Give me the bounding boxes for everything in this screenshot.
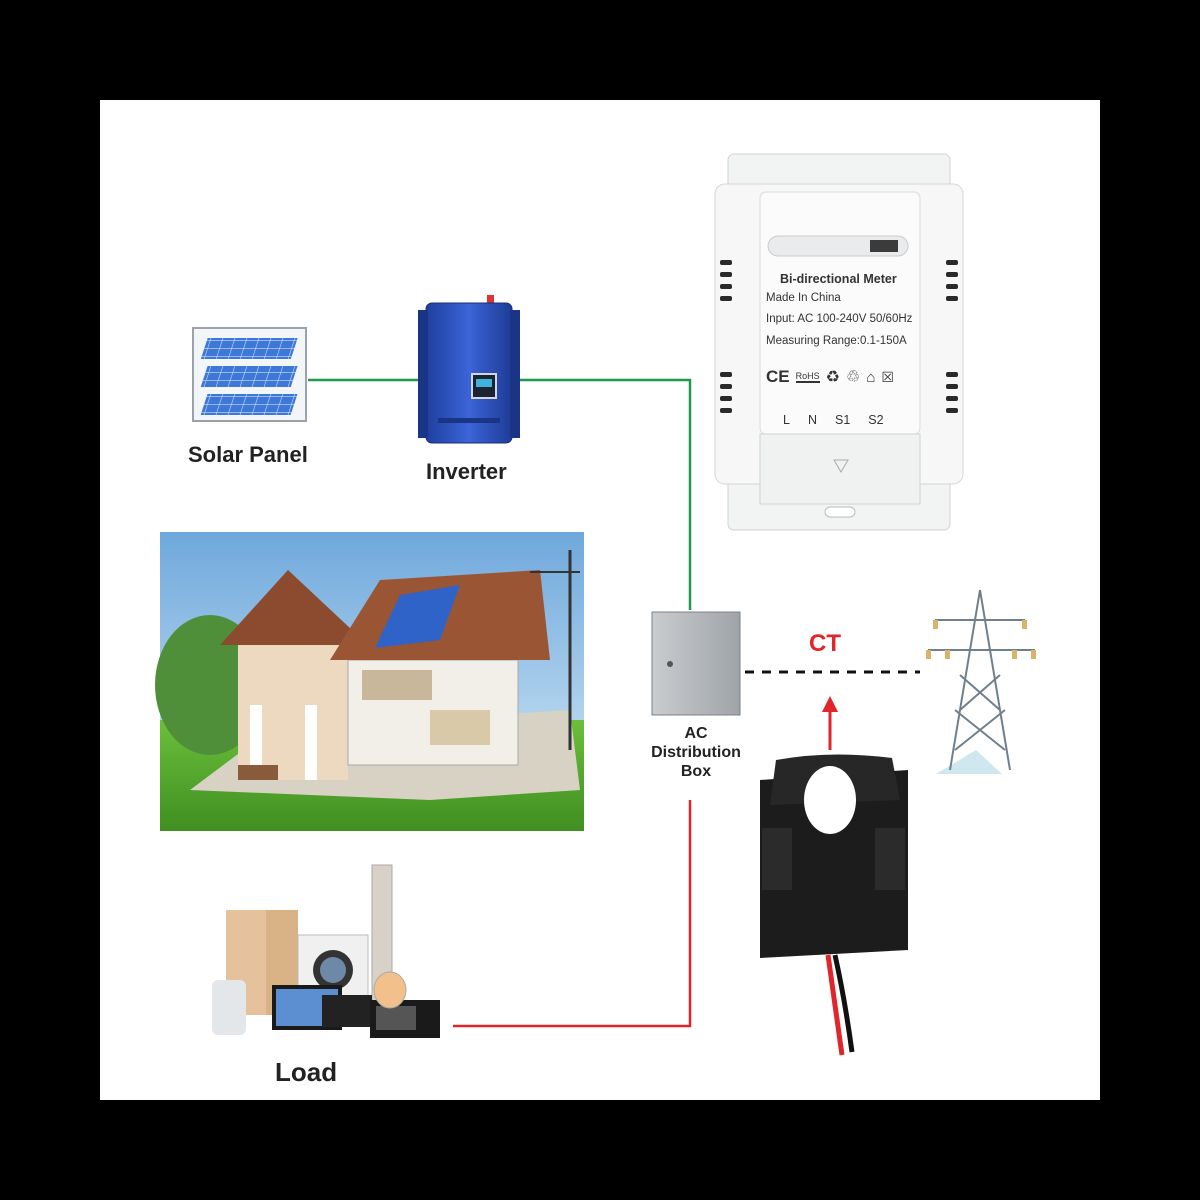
meter-title: Bi-directional Meter: [780, 272, 897, 286]
terminal-s1: S1: [834, 413, 851, 427]
ct-label: CT: [809, 630, 841, 657]
ac-label-line3: Box: [680, 763, 712, 780]
load-appliances-image: [212, 864, 440, 1038]
solar-panel-image: [192, 327, 307, 422]
recycle-icon: ♻: [825, 369, 840, 386]
terminal-s2: S2: [868, 413, 884, 427]
meter-cert-marks: CE RoHS ♻ ♲ ⌂ ☒: [766, 367, 894, 387]
meter-input-spec: Input: AC 100-240V 50/60Hz: [766, 313, 913, 325]
wiring-diagram: [155, 153, 1036, 1056]
solar-panel-label: Solar Panel: [188, 442, 308, 467]
ce-mark: CE: [766, 367, 790, 386]
green-wire: [308, 378, 692, 610]
meter-made-in: Made In China: [766, 292, 841, 304]
meter-range-spec: Measuring Range:0.1-150A: [766, 335, 907, 347]
ac-label-line1: AC: [684, 725, 708, 742]
house-icon: ⌂: [866, 368, 876, 386]
diagram-panel: Solar Panel Inverter AC Distribution Box…: [100, 100, 1100, 1100]
ct-clamp-image: [760, 754, 908, 1056]
meter-terminal-labels: L N S1 S2: [783, 413, 884, 427]
bidirectional-meter-image: [714, 153, 964, 531]
ac-distribution-box-label: AC Distribution Box: [635, 724, 757, 781]
ac-label-line2: Distribution: [651, 744, 741, 761]
rohs-mark: RoHS: [795, 371, 820, 383]
recycle-triangle-icon: ♲: [845, 369, 861, 386]
transmission-tower-image: [926, 589, 1036, 774]
weee-bin-icon: ☒: [881, 368, 894, 385]
ct-arrow: [822, 696, 838, 750]
terminal-n: N: [807, 413, 817, 427]
red-wire: [453, 800, 692, 1028]
terminal-l: L: [783, 413, 790, 427]
house-illustration: [155, 532, 584, 831]
ac-distribution-box-image: [651, 611, 741, 716]
inverter-image: [418, 295, 520, 444]
inverter-label: Inverter: [426, 459, 507, 484]
load-label: Load: [275, 1057, 338, 1087]
